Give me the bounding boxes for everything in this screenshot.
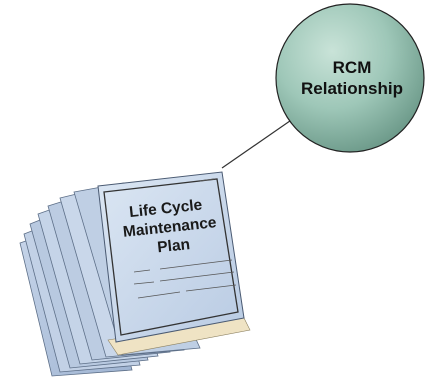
bubble-circle [275, 3, 425, 153]
connector-line [221, 113, 301, 169]
bubble-label-line-2: Relationship [301, 79, 403, 98]
cover-form-line [159, 271, 235, 282]
cover-form-line [185, 284, 237, 292]
booklet-stack: Life Cycle Maintenance Plan [19, 171, 251, 377]
booklet-cover-border [103, 178, 239, 336]
cover-form-lines [133, 259, 237, 299]
bubble-label-line-1: RCM [333, 58, 372, 77]
cover-corner-mark [199, 178, 215, 182]
cover-form-line [137, 291, 181, 299]
rcm-bubble: RCM Relationship [275, 3, 425, 153]
booklet-cover [97, 171, 245, 343]
cover-form-line [133, 269, 151, 273]
cover-form-line [159, 259, 233, 270]
cover-title-line-3: Plan [157, 236, 191, 256]
cover-form-line [133, 281, 155, 285]
